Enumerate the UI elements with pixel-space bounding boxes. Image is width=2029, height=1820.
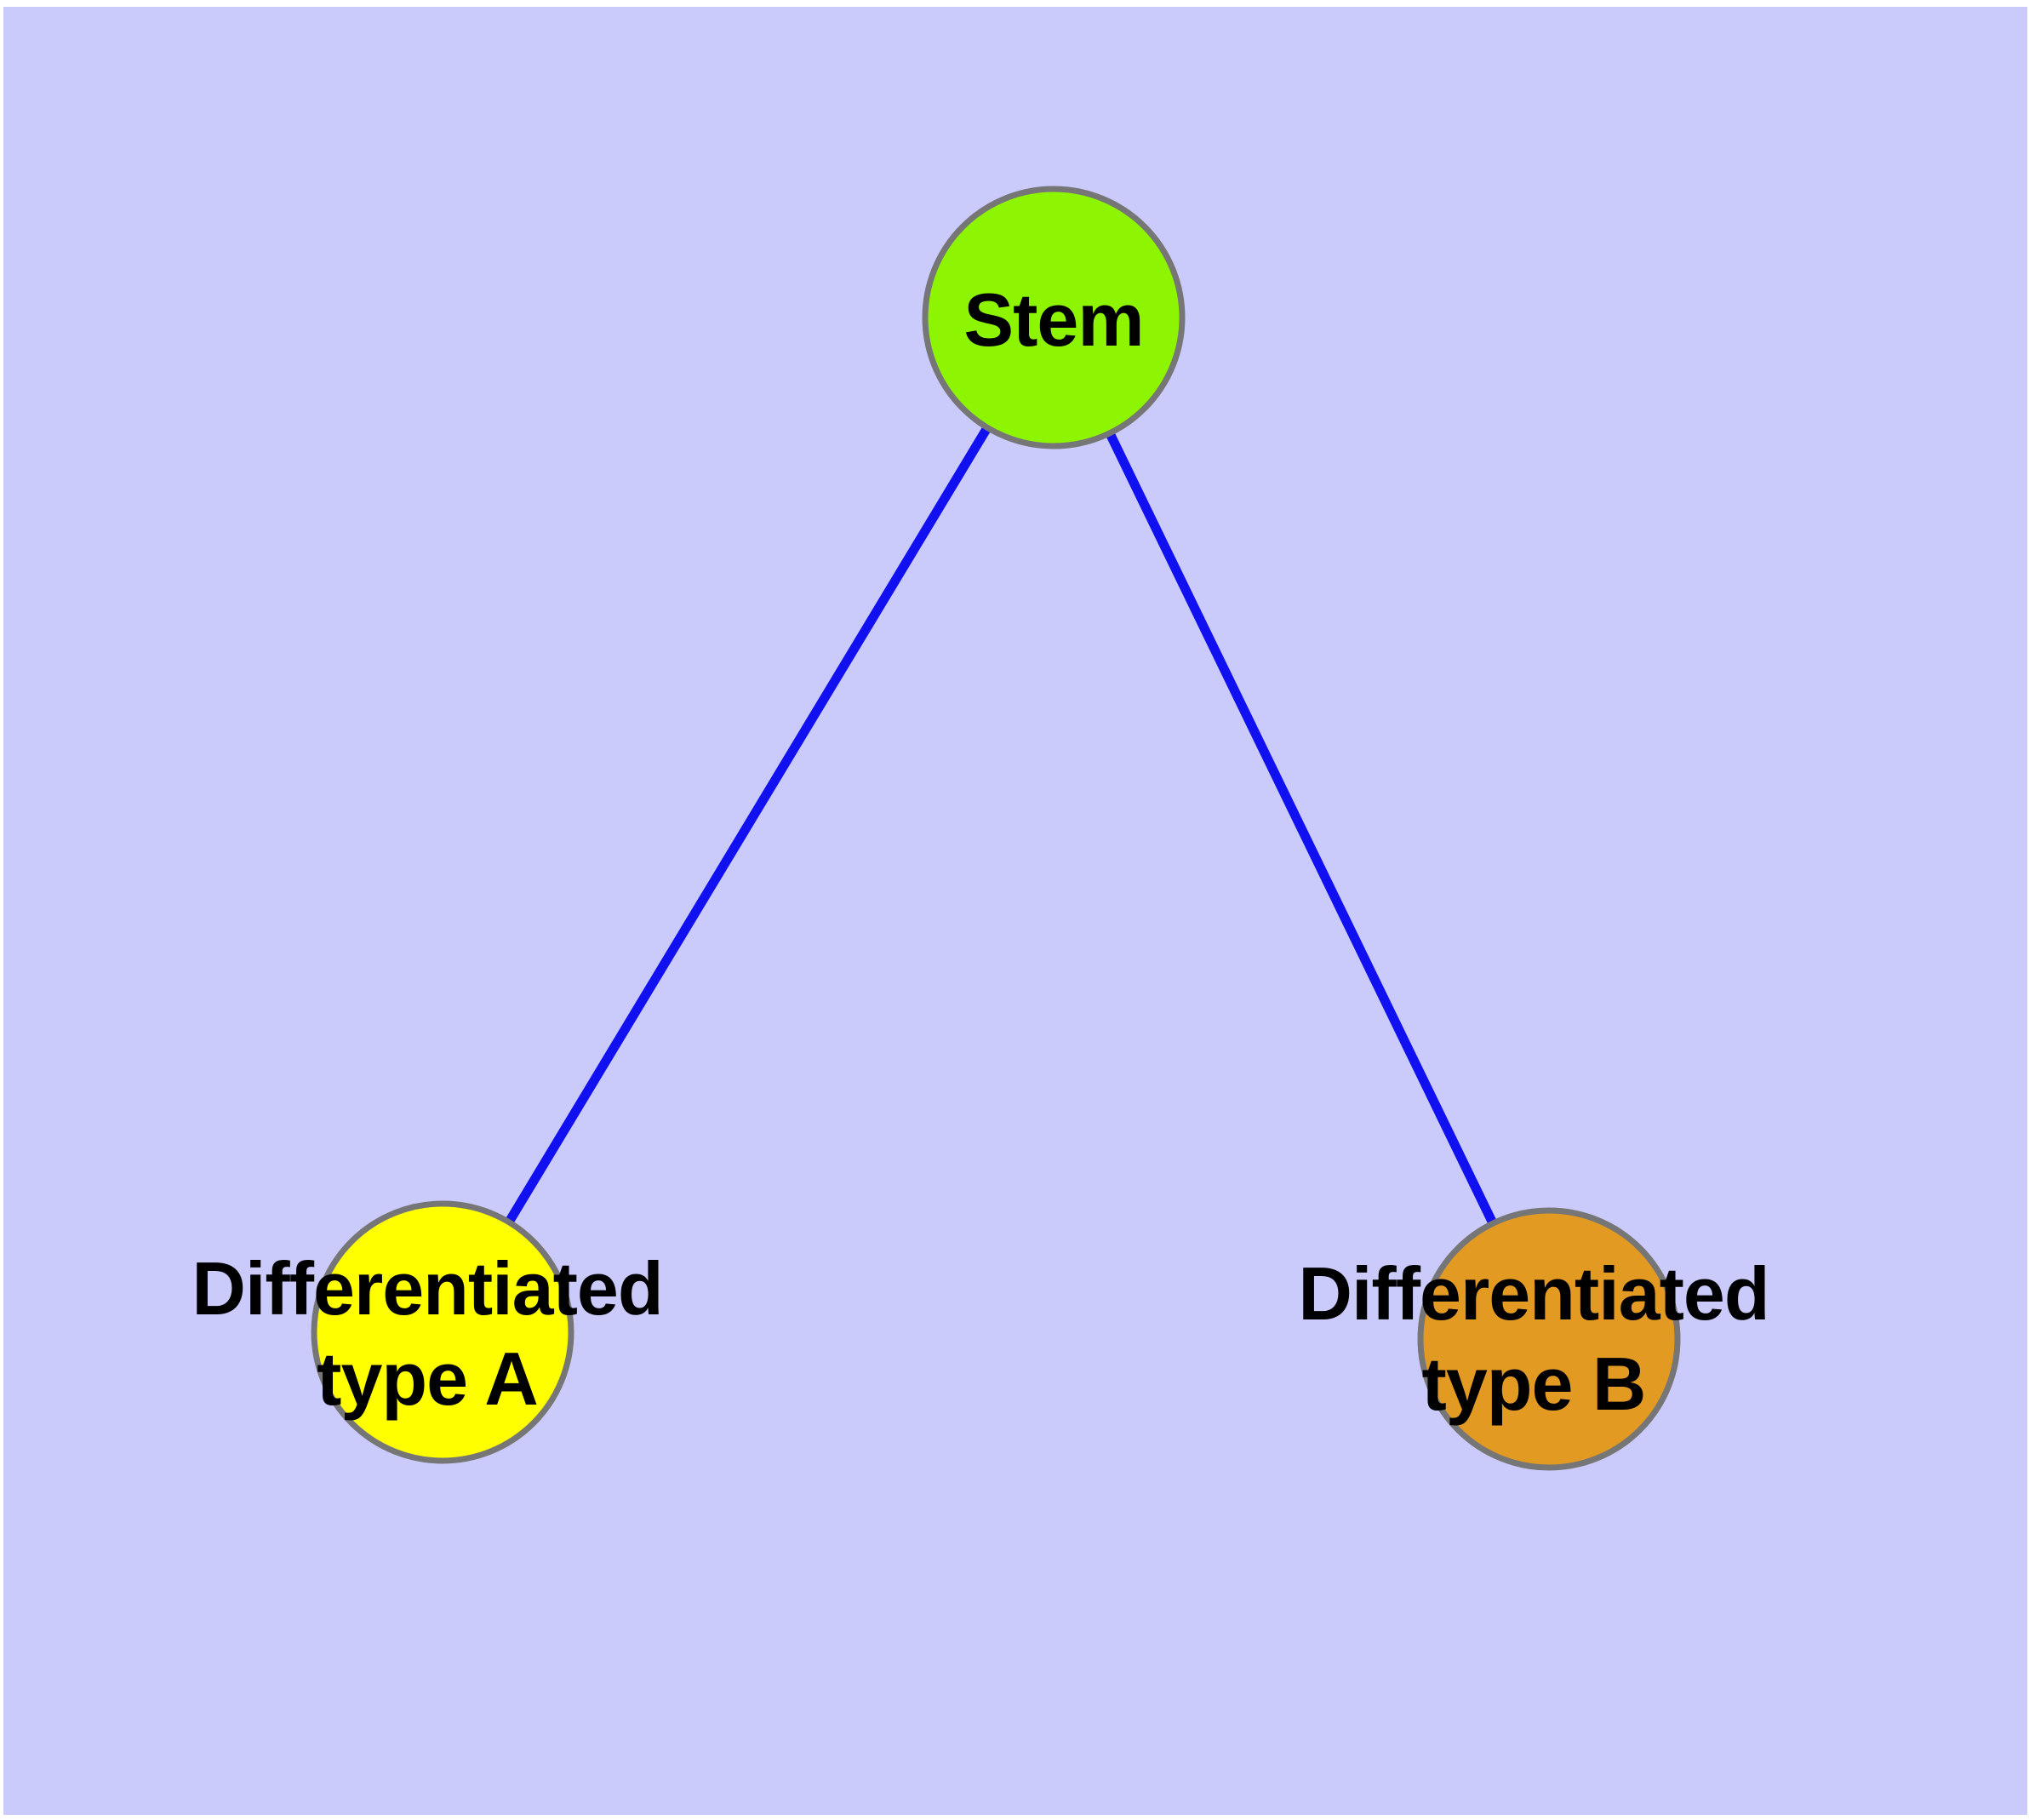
node-differentiated-type-b-label: Differentiated type B — [1298, 1251, 1769, 1426]
node-stem-label: Stem — [963, 278, 1144, 362]
node-stem-circle — [922, 186, 1186, 449]
node-differentiated-type-b-circle — [1417, 1207, 1681, 1471]
edge-stem-to-type-a — [438, 315, 1058, 1335]
node-differentiated-type-a-circle — [311, 1200, 574, 1464]
edge-stem-to-type-b — [1049, 315, 1553, 1342]
node-differentiated-type-a-label: Differentiated type A — [191, 1246, 663, 1421]
